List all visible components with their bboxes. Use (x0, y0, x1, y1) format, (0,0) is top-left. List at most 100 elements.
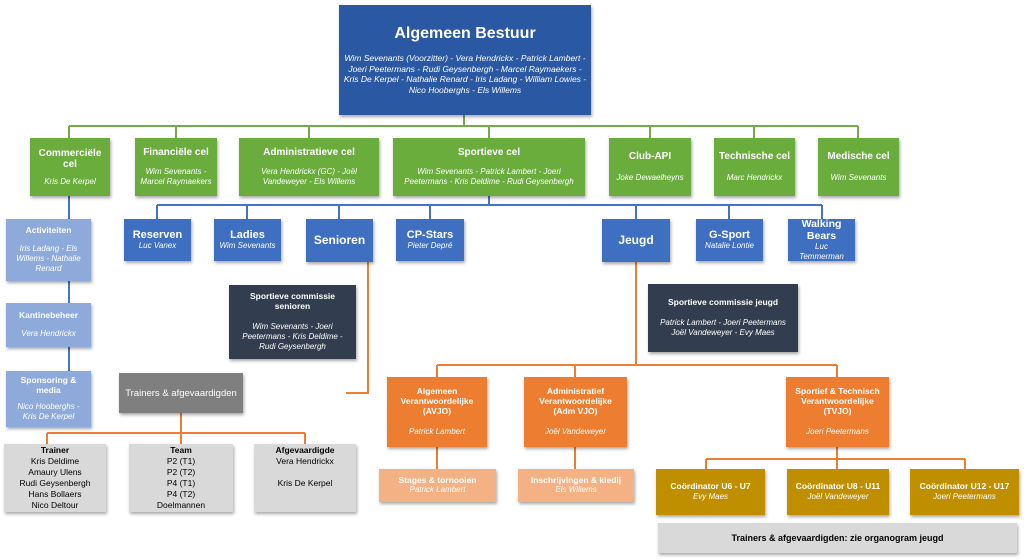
cell-club-api-title: Club-API (628, 151, 672, 163)
team-walking-bears-title: Walking Bears (801, 219, 842, 242)
team-youth: Jeugd (602, 219, 670, 262)
board-members: Wim Sevenants (Voorzitter) - Vera Hendri… (343, 52, 587, 95)
cell-financial-title: Financiële cel (143, 147, 209, 159)
board-connectors (68, 115, 859, 138)
team-youth-title: Jeugd (618, 232, 654, 247)
senior-trainers-box: Trainers & afgevaardigden (119, 373, 243, 413)
delegate-list: Afgevaardigde Vera Hendrickx Kris De Ker… (254, 444, 356, 512)
coordinator-u12-u17: Coördinator U12 - U17 Joeri Peetermans (910, 469, 1019, 515)
delegate-list-item: Kris De Kerpel (277, 477, 333, 488)
team-cp-stars-title: CP-Stars (406, 228, 454, 241)
youth-role-admin: Administratief Verantwoordelijke (Adm VJ… (524, 377, 627, 447)
youth-role-admin-title: Administratief Verantwoordelijke (Adm VJ… (539, 386, 612, 416)
coordinator-u8-u11-title: Coördinator U8 - U11 (795, 481, 881, 492)
senior-commission-title: Sportieve commissie senioren (249, 291, 336, 311)
cell-club-api: Club-API Joke Dewaelheyns (609, 138, 691, 196)
coordinator-u6-u7: Coördinator U6 - U7 Evy Maes (656, 469, 765, 515)
cell-commercial: Commerciële cel Kris De Kerpel (30, 138, 110, 196)
team-list-item: P4 (T1) (166, 477, 196, 488)
delegate-list-item: Vera Hendrickx (276, 455, 334, 466)
team-ladies-members: Wim Sevenants (219, 241, 276, 251)
senior-commission: Sportieve commissie senioren Wim Sevenan… (229, 285, 356, 359)
cell-financial-members: Wim Sevenants - Marcel Raymaekers (140, 166, 212, 186)
youth-connectors (46, 262, 966, 469)
trainer-list-item: Hans Bollaers (28, 488, 82, 499)
team-walking-bears-members: Luc Temmerman (799, 242, 844, 261)
trainer-list-item: Amaury Ulens (28, 466, 82, 477)
team-g-sport-title: G-Sport (709, 228, 750, 241)
commercial-sponsoring: Sponsoring & media Nico Hooberghs - Kris… (6, 371, 91, 427)
cell-sports: Sportieve cel Wim Sevenants - Patrick La… (393, 138, 585, 196)
youth-sub-registrations: Inschrijvingen & kledij Els Willems (518, 469, 634, 502)
cell-technical: Technische cel Marc Hendrickx (714, 138, 795, 196)
commercial-canteen: Kantinebeheer Vera Hendrickx (6, 303, 91, 347)
coordinator-u12-u17-members: Joeri Peetermans (933, 491, 996, 501)
team-cp-stars-members: Pieter Depré (407, 241, 453, 251)
sports-connectors (156, 196, 823, 219)
youth-role-general-title: Algemeen Verantwoordelijke (AVJO) (400, 386, 474, 416)
trainer-list-header: Trainer (40, 445, 70, 455)
cell-commercial-members: Kris De Kerpel (44, 176, 96, 186)
cell-medical-title: Medische cel (827, 151, 890, 163)
coordinator-u6-u7-title: Coördinator U6 - U7 (670, 481, 751, 492)
youth-role-sport-tech-title: Sportief & Technisch Verantwoordelijke (… (795, 386, 880, 416)
cell-medical-members: Wim Sevenants (830, 172, 887, 182)
cell-club-api-members: Joke Dewaelheyns (616, 172, 684, 182)
youth-trainers-title: Trainers & afgevaardigden: zie organogra… (731, 532, 944, 543)
cell-administrative: Administratieve cel Vera Hendrickx (GC) … (239, 138, 379, 196)
trainer-list: Trainer Kris Deldime Amaury Ulens Rudi G… (4, 444, 106, 512)
team-list-item: Doelmannen (156, 499, 206, 510)
team-seniors-title: Senioren (313, 232, 366, 247)
cell-sports-members: Wim Sevenants - Patrick Lambert - Joeri … (404, 166, 574, 186)
youth-sub-stages: Stages & tornooien Patrick Lambert (379, 469, 496, 502)
cell-administrative-members: Vera Hendrickx (GC) - Joël Vandeweyer - … (261, 166, 357, 186)
senior-trainers-title: Trainers & afgevaardigden (125, 387, 237, 399)
team-reserves-members: Luc Vanex (138, 241, 177, 251)
cell-sports-title: Sportieve cel (457, 147, 521, 159)
team-g-sport-members: Natalie Lontie (705, 241, 754, 251)
trainer-list-item: Rudi Geysenbergh (19, 477, 91, 488)
youth-sub-stages-title: Stages & tornooien (398, 474, 477, 485)
cell-administrative-title: Administratieve cel (263, 147, 355, 159)
commercial-canteen-title: Kantinebeheer (18, 310, 79, 321)
team-ladies: Ladies Wim Sevenants (214, 219, 281, 261)
delegate-list-header: Afgevaardigde (275, 445, 335, 455)
board-box: Algemeen Bestuur Wim Sevenants (Voorzitt… (339, 5, 591, 115)
youth-sub-stages-members: Patrick Lambert (409, 485, 466, 495)
cell-medical: Medische cel Wim Sevenants (818, 138, 899, 196)
youth-commission-title: Sportieve commissie jeugd (667, 297, 779, 308)
coordinator-u8-u11-members: Joël Vandeweyer (807, 491, 869, 501)
team-walking-bears: Walking Bears Luc Temmerman (788, 219, 855, 261)
youth-commission: Sportieve commissie jeugd Patrick Lamber… (648, 284, 798, 352)
youth-role-general: Algemeen Verantwoordelijke (AVJO) Patric… (387, 377, 487, 447)
team-ladies-title: Ladies (230, 228, 265, 241)
team-seniors: Senioren (306, 219, 373, 262)
coordinator-u6-u7-members: Evy Maes (692, 491, 729, 501)
coordinator-u12-u17-title: Coördinator U12 - U17 (919, 481, 1010, 492)
coordinator-u8-u11: Coördinator U8 - U11 Joël Vandeweyer (787, 469, 889, 515)
team-list-header: Team (170, 445, 192, 455)
youth-role-general-members: Patrick Lambert (408, 426, 466, 436)
trainer-list-item: Kris Deldime (30, 455, 80, 466)
team-list-item: P4 (T2) (166, 488, 196, 499)
team-list-item: P2 (T2) (166, 466, 196, 477)
youth-commission-members: Patrick Lambert - Joeri Peetermans Joël … (660, 317, 786, 337)
board-title: Algemeen Bestuur (394, 24, 536, 42)
trainer-list-item: Nico Deltour (31, 499, 79, 510)
commercial-canteen-members: Vera Hendrickx (21, 328, 76, 338)
team-list-item: P2 (T1) (166, 455, 196, 466)
youth-role-admin-members: Joël Vandeweyer (544, 426, 607, 436)
cell-commercial-title: Commerciële cel (38, 147, 102, 171)
commercial-sponsoring-title: Sponsoring & media (20, 375, 77, 395)
cell-technical-members: Marc Hendrickx (726, 172, 783, 182)
team-g-sport: G-Sport Natalie Lontie (696, 219, 763, 261)
youth-trainers-box: Trainers & afgevaardigden: zie organogra… (658, 523, 1017, 553)
team-cp-stars: CP-Stars Pieter Depré (396, 219, 464, 261)
cell-financial: Financiële cel Wim Sevenants - Marcel Ra… (135, 138, 217, 196)
senior-commission-members: Wim Sevenants - Joeri Peetermans - Kris … (242, 321, 343, 351)
team-reserves-title: Reserven (132, 228, 183, 241)
commercial-activities-members: Iris Ladang - Els Willems - Nathalie Ren… (16, 243, 81, 273)
youth-sub-registrations-title: Inschrijvingen & kledij (530, 474, 622, 485)
youth-role-sport-tech: Sportief & Technisch Verantwoordelijke (… (786, 377, 889, 447)
